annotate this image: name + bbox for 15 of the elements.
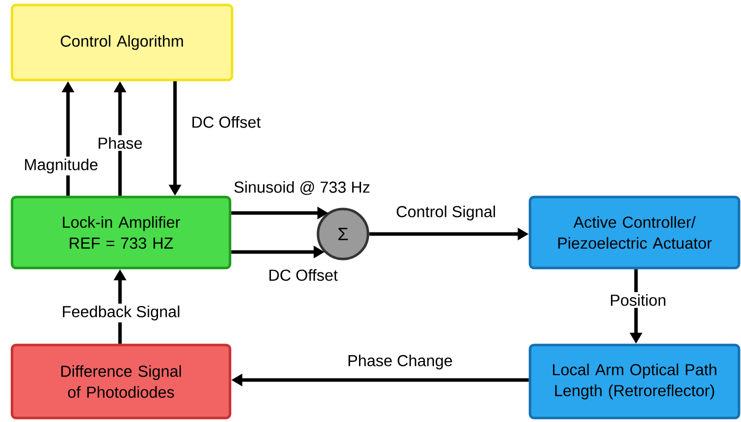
- edge-label: Magnitude: [22, 156, 100, 176]
- process-box: Difference Signal of Photodiodes: [10, 344, 232, 420]
- summing-junction: Σ: [316, 208, 370, 260]
- edge-label: Phase Change: [348, 354, 452, 370]
- edge-label: DC Offset: [269, 269, 338, 281]
- edge-label: Feedback Signal: [60, 304, 182, 322]
- process-box: Active Controller/ Piezoelectric Actuator: [528, 196, 740, 270]
- process-box: Control Algorithm: [10, 4, 234, 82]
- process-box: Local Arm Optical Path Length (Retroreflector): [528, 344, 740, 420]
- edge-label: DC Offset: [192, 116, 261, 128]
- process-box: Lock-in Amplifier REF = 733 HZ: [10, 196, 232, 270]
- edge-label: Phase: [95, 135, 145, 151]
- edge-label: Position: [608, 292, 668, 308]
- edge-label: Control Signal: [396, 206, 495, 220]
- edge-label: Sinusoid @ 733 Hz: [234, 181, 370, 195]
